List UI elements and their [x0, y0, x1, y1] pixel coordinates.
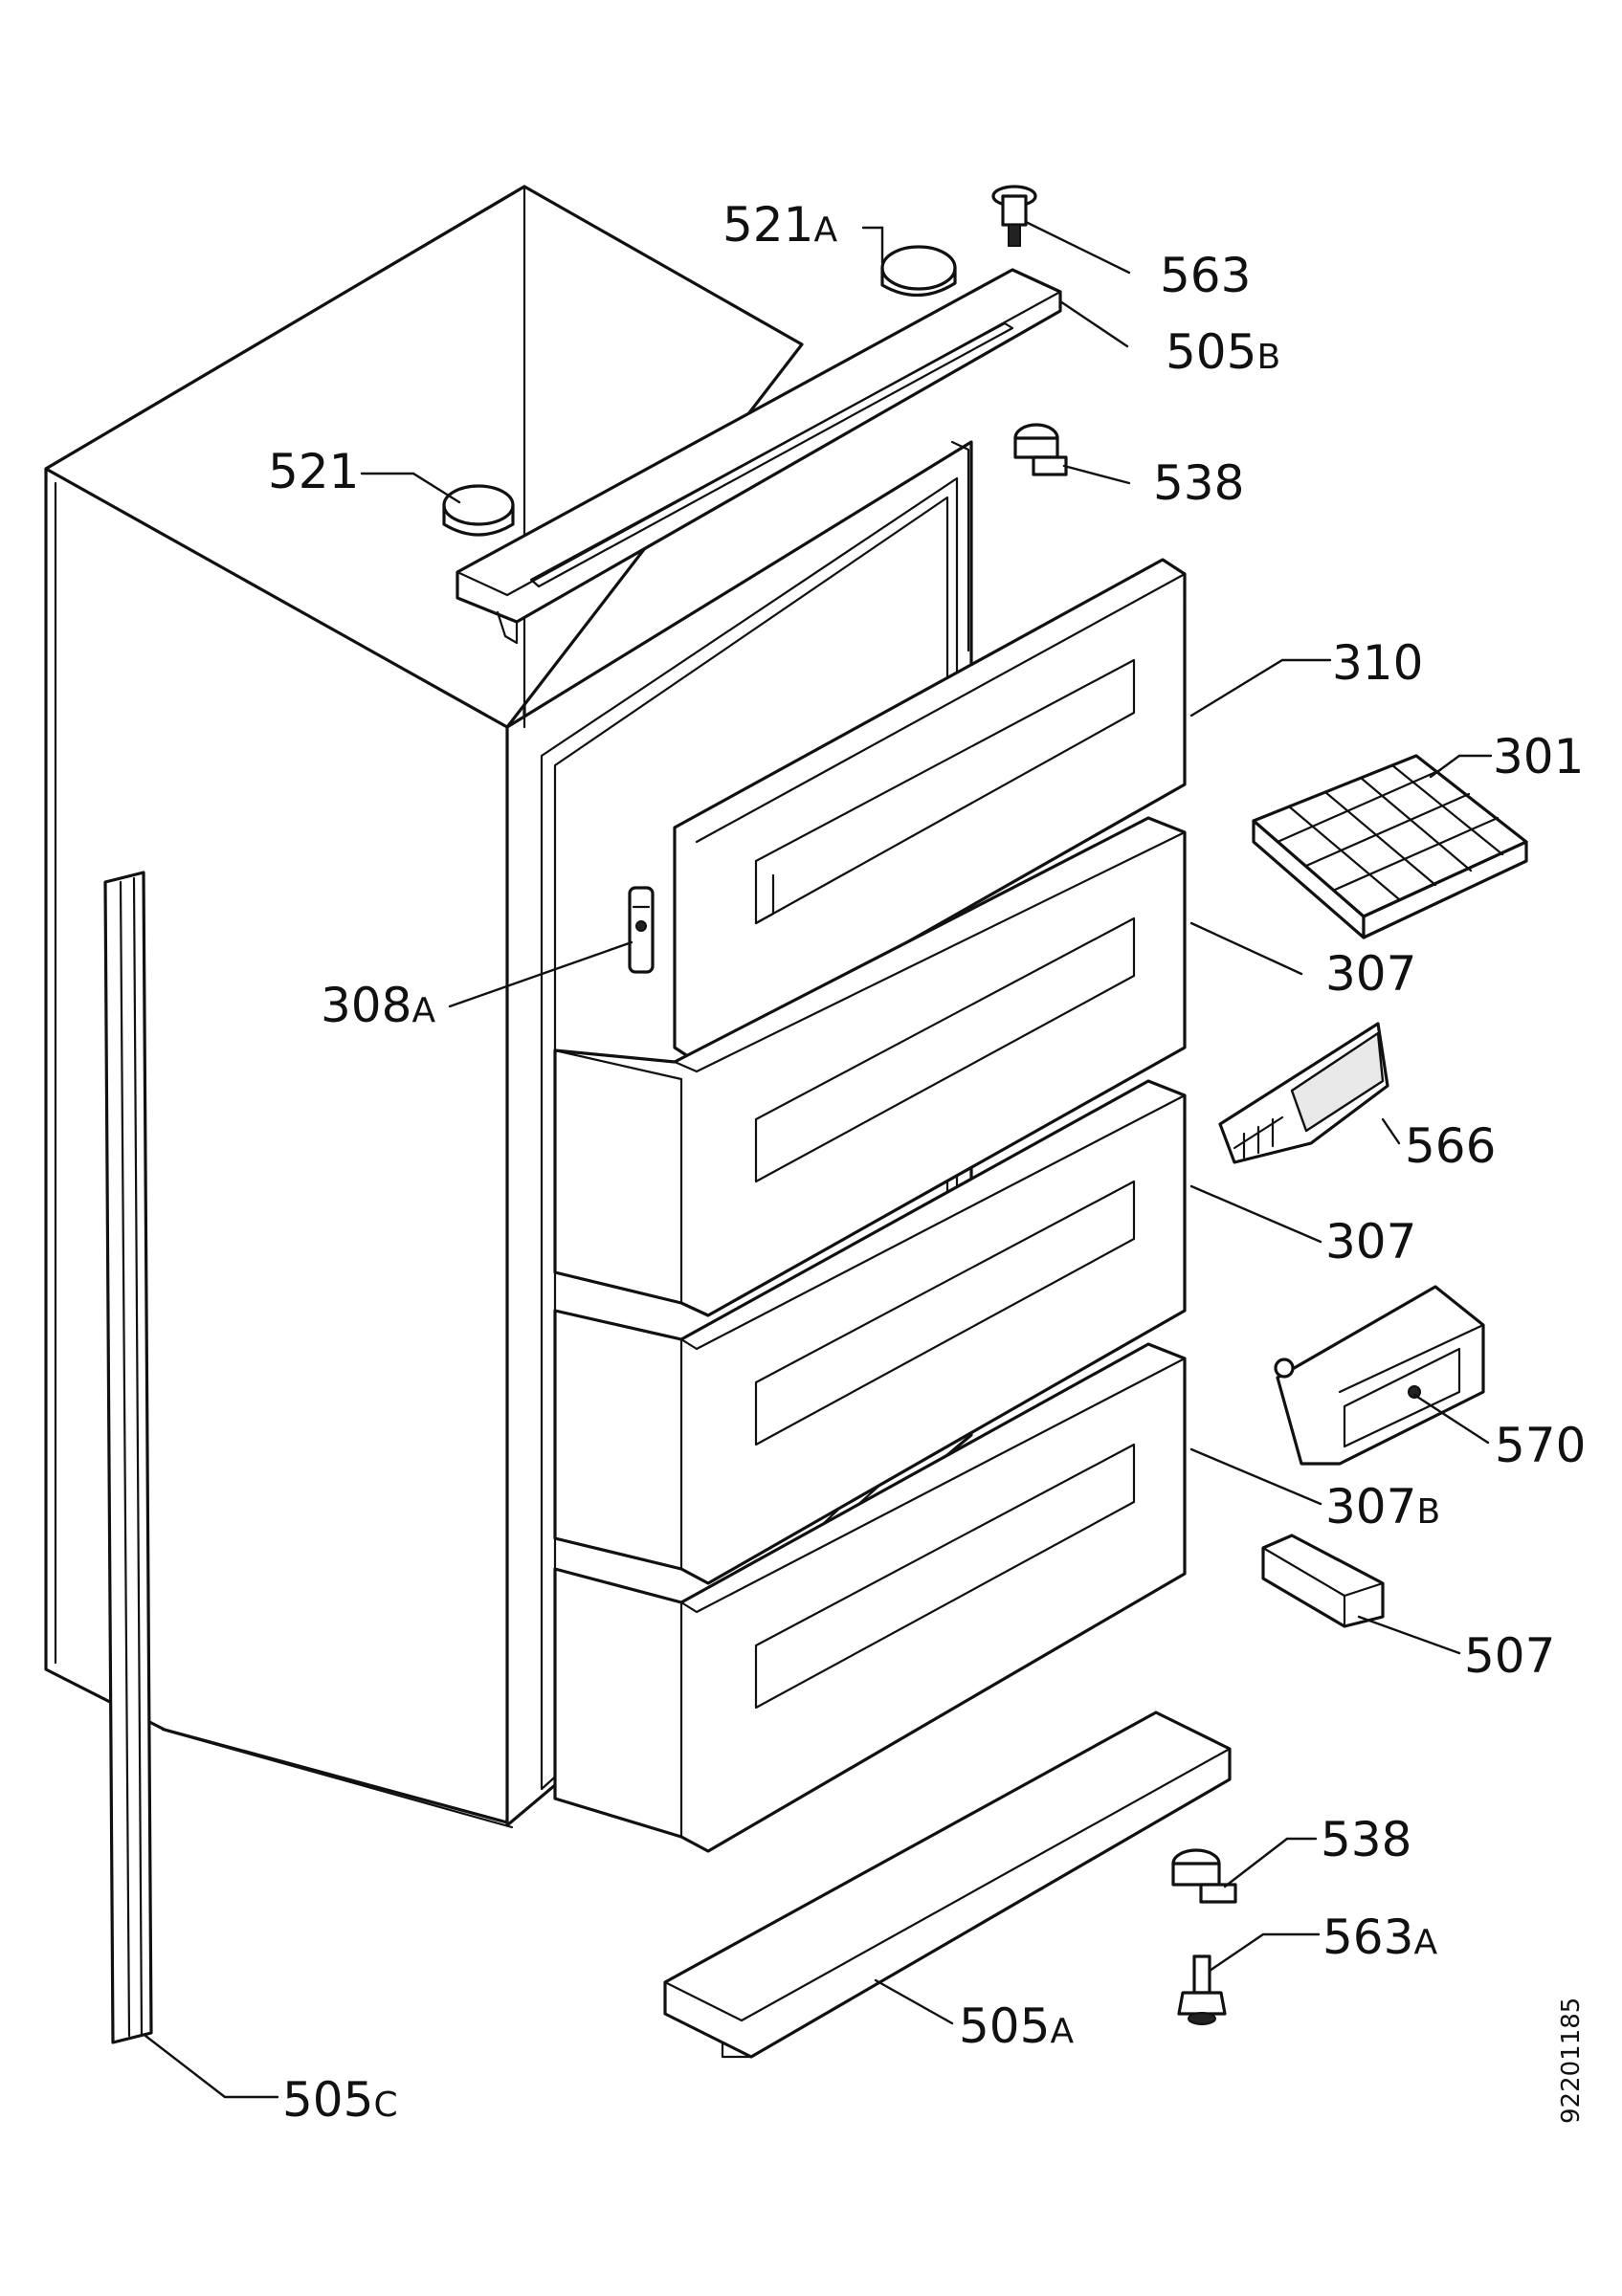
callout-301: 301 — [1493, 729, 1584, 784]
leader-lines — [144, 220, 1493, 2099]
document-number: 92201185 — [1557, 1998, 1586, 2124]
drawer-307b — [553, 1342, 1187, 1853]
part-507-clip — [1261, 1534, 1385, 1628]
callout-538-top: 538 — [1153, 455, 1244, 511]
part-566-ice-scraper — [1218, 1022, 1389, 1164]
part-570-flap-box — [1274, 1285, 1485, 1466]
hinge-bar-505a — [663, 1711, 1232, 2059]
part-538-top-hinge-pin — [1013, 423, 1068, 476]
part-563a-screw — [1177, 1954, 1227, 2025]
callout-521: 521 — [268, 444, 359, 499]
callout-307-middle: 307 — [1325, 1214, 1416, 1269]
drawer-307-1 — [553, 816, 1187, 1317]
part-538-bottom-hinge-pin — [1171, 1848, 1237, 1904]
callout-505b: 505B — [1166, 324, 1280, 380]
drawer-310 — [673, 558, 1187, 1064]
callout-labels: 521A 563 505B 521 538 310 301 308A 307 5… — [268, 197, 1586, 2128]
callout-566: 566 — [1405, 1118, 1496, 1174]
callout-563: 563 — [1160, 248, 1251, 303]
part-521-hinge-cap — [442, 484, 515, 537]
callout-307-upper: 307 — [1325, 946, 1416, 1002]
drawer-307-2 — [553, 1079, 1187, 1585]
callout-507: 507 — [1464, 1628, 1555, 1684]
callout-538-bottom: 538 — [1321, 1812, 1411, 1867]
callout-570: 570 — [1495, 1418, 1586, 1473]
callout-563a: 563A — [1322, 1910, 1437, 1965]
callout-521a: 521A — [722, 197, 837, 253]
callout-307b: 307B — [1325, 1479, 1440, 1534]
callout-505c: 505C — [282, 2072, 398, 2128]
part-521a-hinge-cap — [880, 245, 957, 298]
callout-308a: 308A — [321, 978, 435, 1033]
hinge-bar-505b — [455, 268, 1062, 645]
part-301-ice-tray — [1252, 754, 1528, 939]
part-308a-hinge-bracket — [628, 886, 655, 974]
door-seal-505c — [103, 871, 153, 2044]
callout-505a: 505A — [959, 1998, 1074, 2054]
callout-310: 310 — [1332, 635, 1423, 691]
part-563-screw — [991, 185, 1037, 247]
